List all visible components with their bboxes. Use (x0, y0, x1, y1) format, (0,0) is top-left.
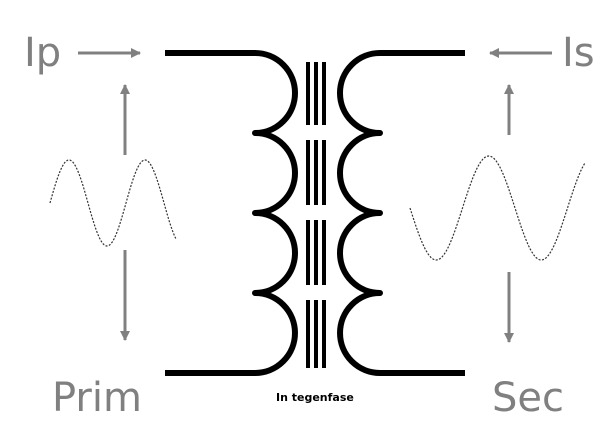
primary-winding (165, 50, 298, 376)
secondary-winding (337, 50, 465, 376)
core-lines (306, 62, 326, 368)
phase-label: In tegenfase (276, 391, 354, 404)
secondary-current-label: Is (562, 30, 595, 76)
secondary-label: Sec (492, 375, 564, 421)
primary-sine-wave (49, 159, 177, 247)
primary-current-label: Ip (24, 30, 61, 76)
secondary-sine-wave (409, 155, 586, 261)
primary-label: Prim (52, 375, 142, 421)
